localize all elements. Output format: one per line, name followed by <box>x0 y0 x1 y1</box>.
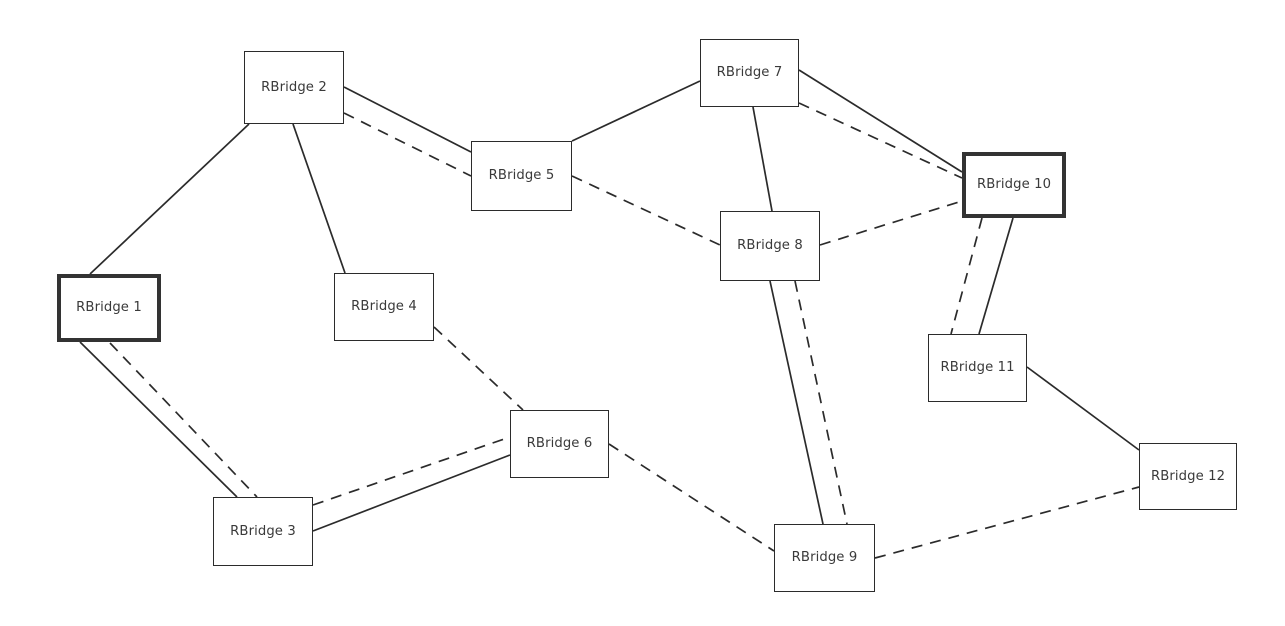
node-rb1[interactable]: RBridge 1 <box>57 274 161 342</box>
node-label-rb6: RBridge 6 <box>526 436 593 452</box>
node-rb9[interactable]: RBridge 9 <box>774 524 875 592</box>
node-label-rb5: RBridge 5 <box>488 168 555 184</box>
node-label-rb7: RBridge 7 <box>716 65 783 81</box>
node-rb6[interactable]: RBridge 6 <box>510 410 609 478</box>
node-rb11[interactable]: RBridge 11 <box>928 334 1027 402</box>
node-rb4[interactable]: RBridge 4 <box>334 273 434 341</box>
node-label-rb4: RBridge 4 <box>351 299 417 315</box>
node-label-rb12: RBridge 12 <box>1150 468 1226 484</box>
node-label-rb10: RBridge 10 <box>976 177 1052 193</box>
node-rb8[interactable]: RBridge 8 <box>720 211 820 281</box>
node-rb10[interactable]: RBridge 10 <box>962 152 1066 218</box>
node-rb3[interactable]: RBridge 3 <box>213 497 313 566</box>
node-rb7[interactable]: RBridge 7 <box>700 39 799 107</box>
node-label-rb8: RBridge 8 <box>737 238 803 254</box>
node-rb2[interactable]: RBridge 2 <box>244 51 344 124</box>
node-label-rb2: RBridge 2 <box>261 79 327 95</box>
node-label-rb1: RBridge 1 <box>76 300 142 316</box>
node-label-rb3: RBridge 3 <box>230 523 296 539</box>
node-rb5[interactable]: RBridge 5 <box>471 141 572 211</box>
node-label-rb9: RBridge 9 <box>791 550 858 566</box>
node-label-rb11: RBridge 11 <box>940 360 1015 376</box>
node-rb12[interactable]: RBridge 12 <box>1139 443 1237 510</box>
